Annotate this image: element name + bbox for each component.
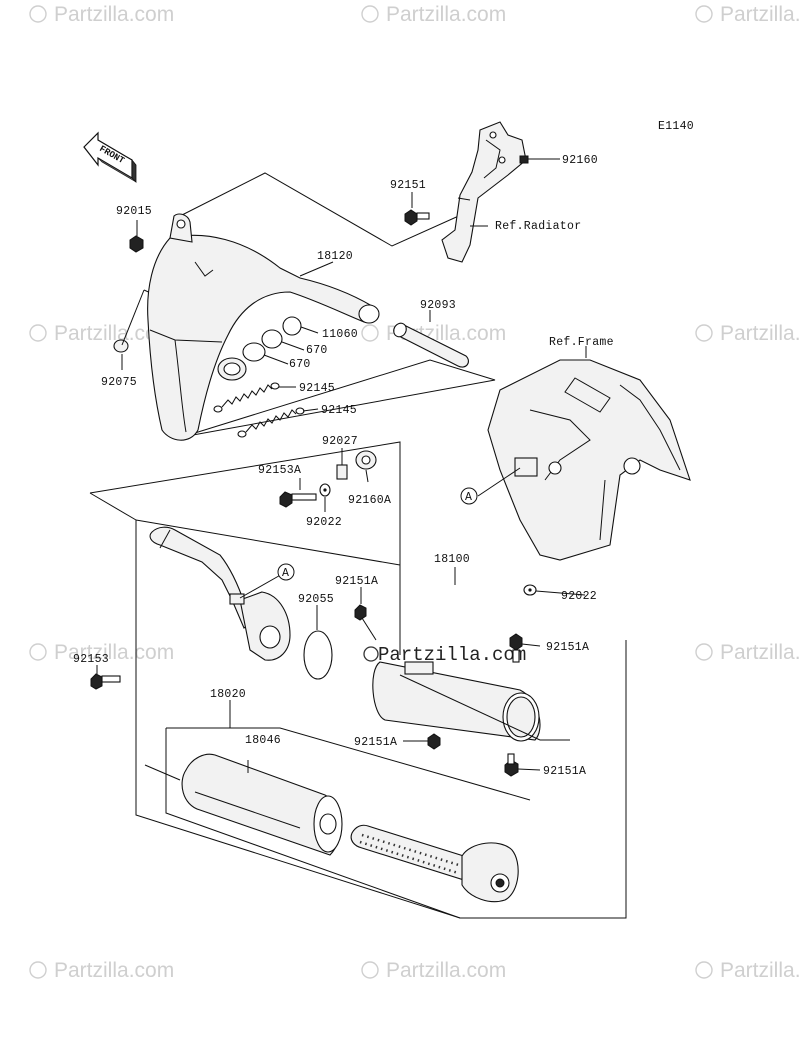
label-92151A-d: 92151A — [543, 765, 586, 778]
watermark-bottom-right: Partzilla.com — [695, 959, 800, 982]
tail-pipe — [149, 526, 291, 661]
svg-text:Partzilla.com: Partzilla.com — [54, 322, 174, 345]
svg-text:Partzilla.com: Partzilla.com — [720, 322, 800, 345]
label-18046: 18046 — [245, 734, 281, 747]
watermark-bottom-left: Partzilla.com — [29, 959, 174, 982]
nut-92015 — [129, 235, 144, 253]
watermark-bottom-center: Partzilla.com — [361, 959, 506, 982]
label-670-b: 670 — [289, 358, 311, 371]
label-92145-b: 92145 — [321, 404, 357, 417]
svg-text:A: A — [465, 491, 472, 504]
watermark-low-right: Partzilla.com — [695, 641, 800, 664]
label-92027: 92027 — [322, 435, 358, 448]
watermark-layer: Partzilla.com Partzilla.com Partzilla.co… — [29, 3, 800, 982]
front-arrow-icon: FRONT — [83, 131, 137, 183]
oring-670-b — [242, 342, 266, 362]
silencer-internals-group — [144, 727, 531, 919]
svg-text:Partzilla.com: Partzilla.com — [54, 641, 174, 664]
svg-text:Partzilla.com: Partzilla.com — [54, 3, 174, 26]
bolt-92151A-b — [509, 633, 523, 663]
label-11060: 11060 — [322, 328, 358, 341]
rubber-92075 — [113, 289, 145, 353]
center-watermark: Partzilla.com — [363, 644, 526, 666]
svg-text:A: A — [282, 567, 289, 580]
washer-92022-a — [319, 483, 331, 497]
label-92055: 92055 — [298, 593, 334, 606]
svg-text:Partzilla.com: Partzilla.com — [378, 644, 526, 666]
label-92151A-c: 92151A — [354, 736, 397, 749]
leader-lines — [96, 192, 587, 773]
label-92160A: 92160A — [348, 494, 391, 507]
label-92151A-b: 92151A — [546, 641, 589, 654]
spring-92145-a — [213, 382, 280, 413]
svg-text:Partzilla.com: Partzilla.com — [720, 3, 800, 26]
svg-text:Partzilla.com: Partzilla.com — [54, 959, 174, 982]
label-92145-a: 92145 — [299, 382, 335, 395]
watermark-top-center: Partzilla.com — [361, 3, 506, 26]
gasket-92055 — [303, 630, 333, 680]
perforated-core — [350, 824, 471, 881]
expansion-chamber — [147, 234, 373, 441]
label-92151A-a: 92151A — [335, 575, 378, 588]
tube-92093 — [393, 322, 469, 368]
svg-text:Partzilla.com: Partzilla.com — [720, 641, 800, 664]
label-670-a: 670 — [306, 344, 328, 357]
silencer-18100 — [372, 661, 570, 742]
label-18020: 18020 — [210, 688, 246, 701]
washer-92022-b — [523, 584, 537, 596]
watermark-low-left: Partzilla.com — [29, 641, 174, 664]
label-92022-b: 92022 — [561, 590, 597, 603]
callout-a-pipe: A — [277, 563, 295, 581]
svg-text:Partzilla.com: Partzilla.com — [386, 959, 506, 982]
bolt-92153 — [90, 673, 121, 690]
watermark-top-left: Partzilla.com — [29, 3, 174, 26]
bolt-92151A-a — [354, 604, 377, 641]
label-92151: 92151 — [390, 179, 426, 192]
bolt-92153A — [279, 491, 317, 508]
oring-11060 — [282, 316, 302, 336]
bolt-92151A-d — [504, 753, 519, 777]
chamber-group — [143, 172, 496, 441]
label-92015: 92015 — [116, 205, 152, 218]
spring-92145-b — [237, 407, 305, 438]
callout-a-frame: A — [460, 487, 478, 505]
label-92022-a: 92022 — [306, 516, 342, 529]
label-18120: 18120 — [317, 250, 353, 263]
damper-92160A — [355, 450, 377, 470]
label-92160: 92160 — [562, 154, 598, 167]
svg-text:Partzilla.com: Partzilla.com — [720, 959, 800, 982]
label-92093: 92093 — [420, 299, 456, 312]
muffler-mount-group — [89, 441, 627, 919]
bolt-92151 — [404, 209, 430, 226]
svg-text:Partzilla.com: Partzilla.com — [386, 3, 506, 26]
collar-92027 — [336, 464, 348, 480]
label-92075: 92075 — [101, 376, 137, 389]
frame-ref — [487, 359, 691, 561]
label-92153A: 92153A — [258, 464, 301, 477]
oring-670-a — [261, 329, 283, 349]
label-18100: 18100 — [434, 553, 470, 566]
label-ref-radiator: Ref.Radiator — [495, 220, 581, 233]
end-cap — [461, 842, 519, 903]
label-ref-frame: Ref.Frame — [549, 336, 614, 349]
diagram-code: E1140 — [658, 120, 694, 133]
watermark-mid-left: Partzilla.com — [29, 322, 174, 345]
radiator-bracket — [441, 121, 560, 263]
chamber-outlet — [358, 304, 380, 324]
part-labels: 92015 18120 92075 11060 670 670 92145 92… — [73, 154, 614, 778]
label-92153: 92153 — [73, 653, 109, 666]
watermark-top-right: Partzilla.com — [695, 3, 800, 26]
watermark-mid-right: Partzilla.com — [695, 322, 800, 345]
packing-18046 — [181, 753, 343, 856]
bolt-92151A-c — [427, 733, 441, 750]
